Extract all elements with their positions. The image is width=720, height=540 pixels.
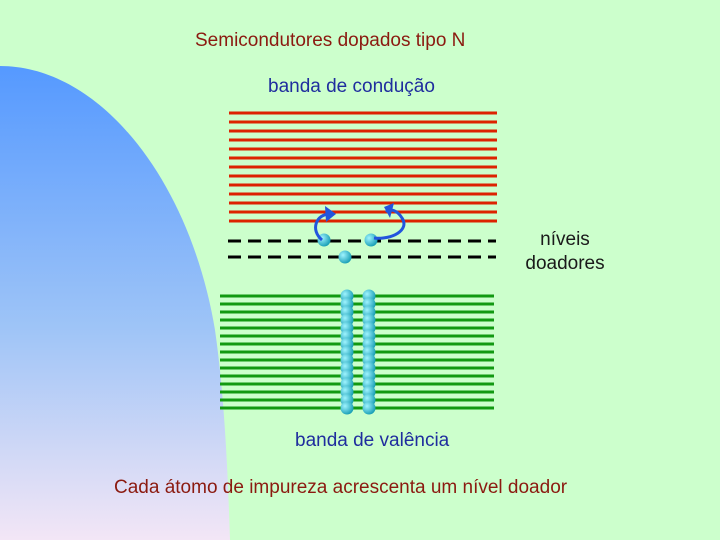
curved-arrow-icon (373, 203, 406, 240)
donor-levels (228, 239, 496, 259)
caption: Cada átomo de impureza acrescenta um nív… (114, 477, 568, 498)
valence-band (220, 294, 494, 410)
donor-electron-icon (364, 233, 378, 247)
conduction-band-label: banda de condução (268, 76, 435, 97)
diagram-title: Semicondutores dopados tipo N (195, 30, 466, 51)
valence-band-label: banda de valência (295, 430, 450, 451)
electron-icon (340, 401, 354, 415)
electron-icon (362, 401, 376, 415)
donor-electron-icon (338, 250, 352, 264)
curved-arrow-icon (314, 206, 336, 242)
donor-electron-icon (317, 233, 331, 247)
valence-electrons (340, 289, 376, 415)
decorative-gradient-shape (0, 66, 230, 540)
conduction-band (229, 111, 497, 223)
donor-levels-label: níveis doadores (525, 229, 605, 274)
